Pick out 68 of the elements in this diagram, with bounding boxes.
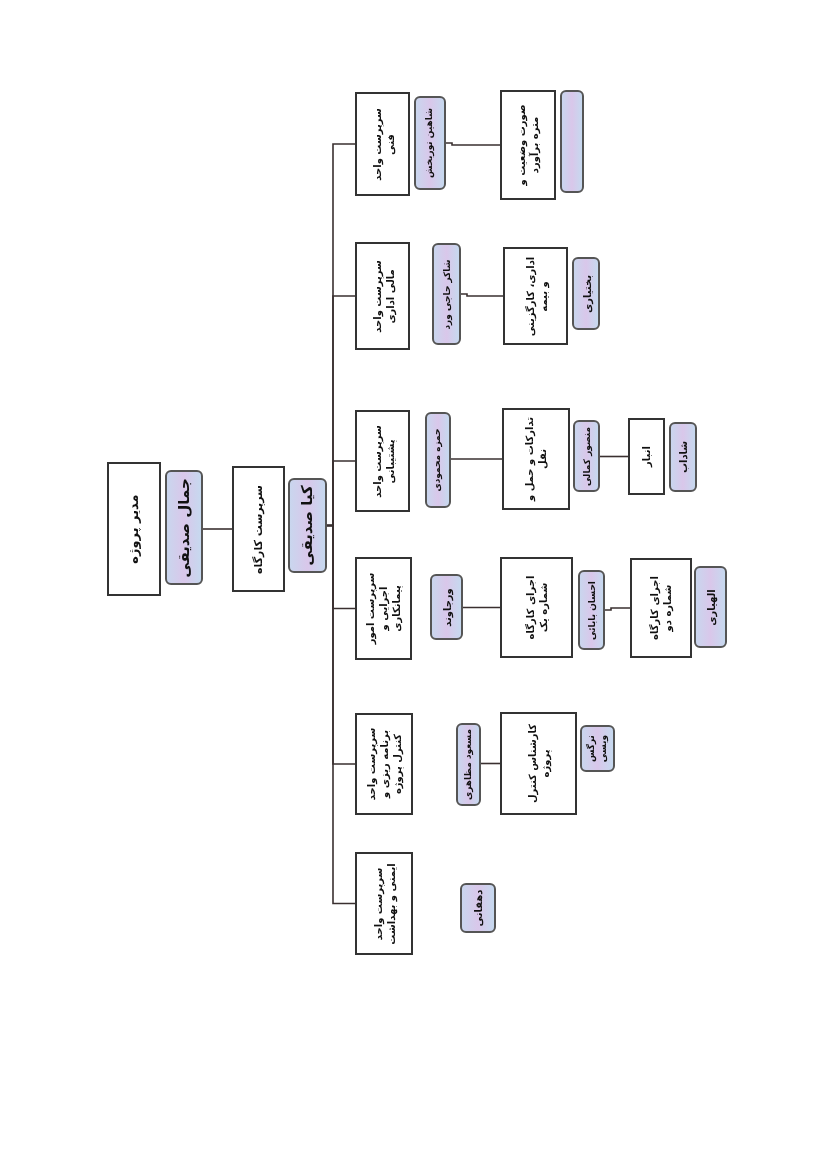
connector-line [480, 762, 501, 765]
org-box [355, 410, 410, 512]
name-badge [573, 420, 600, 492]
org-box [355, 92, 410, 196]
connector-line [462, 606, 501, 609]
org-box [232, 466, 285, 592]
org-box [630, 558, 692, 658]
person-name: شاکر حاجی ورد [440, 258, 453, 330]
role-label: کارشناس کنترل پروژه [525, 722, 552, 806]
person-name: نرگس ویسی [585, 733, 609, 765]
role-label: اداری، کارگزینی و بیمه [522, 255, 549, 338]
role-label: تدارکات و حمل و نقل [523, 415, 549, 504]
person-name: دهقانی [471, 889, 485, 927]
name-badge [288, 478, 327, 573]
name-badge [165, 470, 203, 585]
role-label: اجرای کارگاه شماره دو [648, 575, 674, 642]
org-box [355, 852, 413, 955]
name-badge [572, 257, 600, 330]
name-badge [580, 725, 615, 772]
name-badge [432, 243, 461, 345]
person-name: احسان بابائی [585, 580, 598, 640]
org-box [500, 557, 573, 658]
person-name: کیا صدیقی [297, 485, 317, 566]
person-name: حمزه محمودی [432, 428, 444, 492]
connector-line [202, 528, 233, 530]
connector-line [326, 524, 356, 905]
person-name: بختیاری [579, 274, 593, 313]
person-name: ورجاوند [440, 587, 453, 627]
org-box [355, 242, 410, 350]
name-badge [456, 723, 481, 806]
connector-line [445, 142, 501, 146]
name-badge [425, 412, 451, 508]
org-box [503, 247, 568, 345]
person-name: منصور کمالی [580, 426, 593, 486]
name-badge [669, 422, 697, 492]
person-name: الهیاری [704, 588, 717, 626]
org-box [628, 418, 665, 495]
role-label: انبار [640, 446, 653, 467]
role-label: سرپرست امور اجرایی و پیمانکاری [364, 571, 403, 647]
org-box [502, 408, 570, 510]
role-label: سرپرست واحد ایمنی و بهداشت [371, 861, 397, 947]
person-name: شاداب [676, 440, 690, 474]
connector-line [460, 293, 504, 297]
org-box [355, 557, 412, 660]
role-label: سرپرست واحد پشتیبانی [369, 423, 396, 500]
org-box [355, 713, 413, 815]
person-name: شاهین نوربخش [424, 107, 436, 179]
connector-line [604, 607, 631, 611]
name-badge [430, 574, 463, 640]
org-box [500, 712, 577, 815]
role-label: سرپرست کارگاه [251, 484, 266, 574]
name-badge [460, 883, 496, 933]
role-label: سرپرست واحد برنامه ریزی و کنترل پروژه [364, 726, 404, 803]
name-badge [694, 566, 727, 648]
name-badge [414, 96, 446, 190]
connector-line [450, 458, 503, 460]
org-box [500, 90, 556, 200]
connector-line [599, 455, 629, 458]
person-name: جمال صدیقی [174, 477, 194, 578]
person-name: مسعود مظاهری [462, 729, 474, 800]
role-label: صورت وضعیت و متره برآورد [515, 103, 541, 188]
role-label: سرپرست واحد فنی [369, 106, 396, 183]
role-label: اجرای کارگاه شماره یک [523, 574, 550, 642]
org-box [107, 462, 161, 596]
name-badge [578, 570, 605, 650]
role-label: سرپرست واحد مالی اداری [369, 258, 396, 335]
role-label: مدیر پروژه [125, 494, 142, 564]
empty-badge [560, 90, 584, 193]
